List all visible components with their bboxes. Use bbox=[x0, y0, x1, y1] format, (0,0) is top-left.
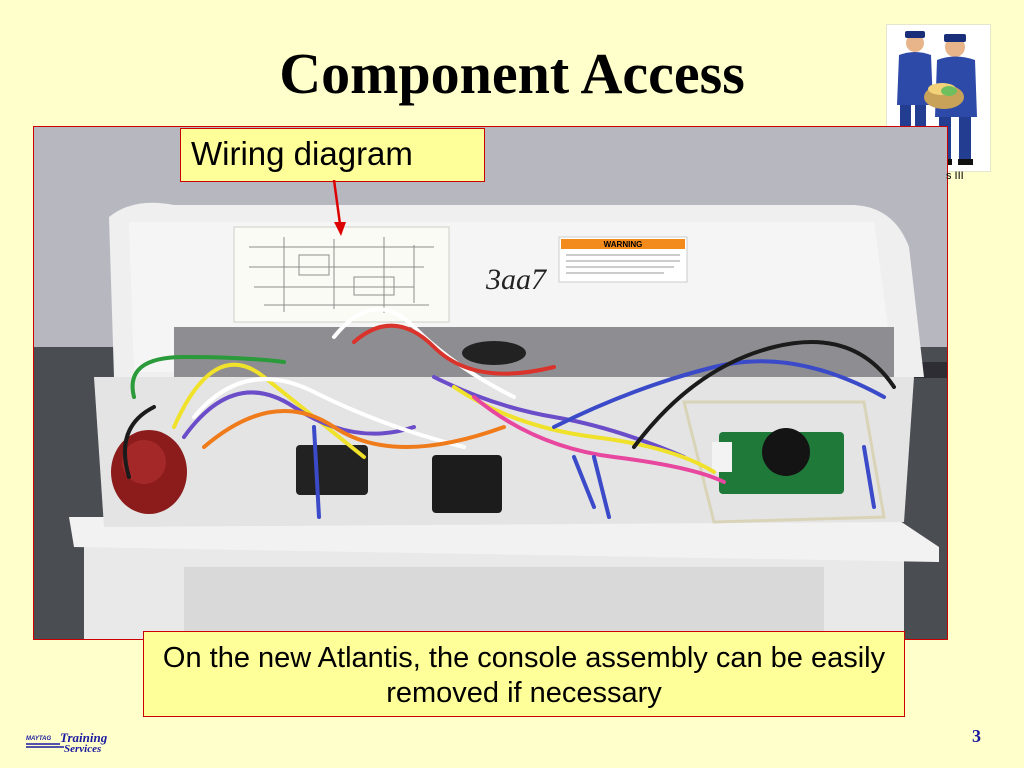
svg-text:MAYTAG: MAYTAG bbox=[26, 736, 51, 742]
maytag-training-services-logo: MAYTAG Training Services bbox=[26, 730, 108, 755]
svg-text:Training: Training bbox=[60, 730, 108, 745]
callout-arrow-icon bbox=[332, 180, 346, 236]
slide-title: Component Access bbox=[279, 41, 745, 106]
page-number: 3 bbox=[972, 726, 981, 746]
console-assembly-photo: WARNING 3aa7 bbox=[33, 126, 948, 640]
svg-text:Services: Services bbox=[64, 743, 101, 755]
handwritten-mark: 3aa7 bbox=[485, 263, 548, 296]
slide-caption: On the new Atlantis, the console assembl… bbox=[143, 631, 905, 717]
wiring-diagram-callout: Wiring diagram bbox=[180, 128, 485, 182]
warning-sticker-text: WARNING bbox=[604, 240, 643, 249]
partial-caption-text: s III bbox=[946, 170, 964, 182]
